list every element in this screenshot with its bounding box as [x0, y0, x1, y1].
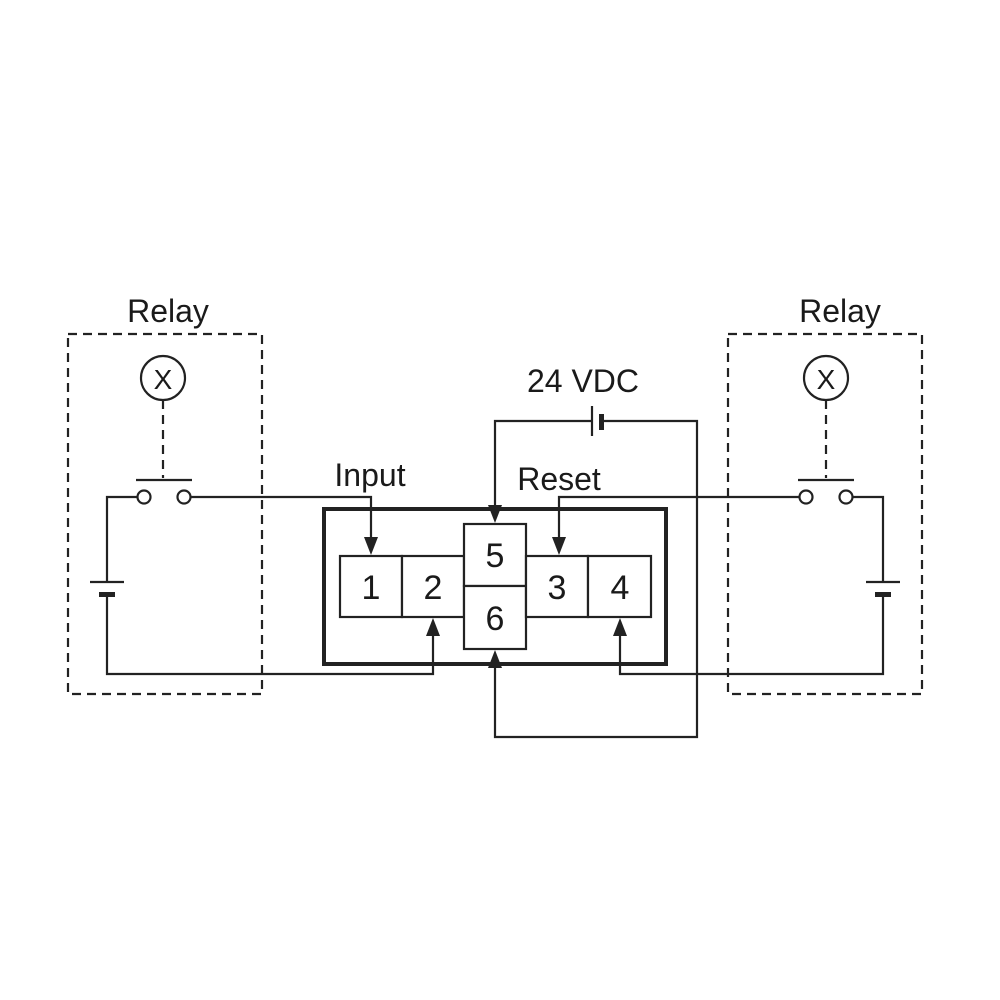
wire-left-battery-to-terminal-2: [105, 597, 435, 676]
input-label: Input: [334, 457, 405, 493]
arrow-into-terminal-1-icon: [364, 537, 378, 555]
switch-terminal-right-a-icon: [798, 489, 814, 505]
terminal-1-label: 1: [362, 569, 381, 607]
arrow-into-terminal-4-icon: [613, 618, 627, 636]
switch-contact-left: [136, 478, 192, 505]
battery-left-icon: [90, 580, 124, 597]
terminal-6-box: [462, 584, 528, 651]
arrow-into-terminal-2-icon: [426, 618, 440, 636]
relay-right-label: Relay: [799, 293, 881, 329]
relay-left-label: Relay: [127, 293, 209, 329]
wire-supply-to-terminal-5: [493, 419, 592, 506]
terminal-4-label: 4: [611, 569, 630, 607]
arrow-into-terminal-5-icon: [488, 505, 502, 523]
terminal-3-label: 3: [548, 569, 567, 607]
reset-label: Reset: [517, 461, 601, 497]
terminal-6-label: 6: [486, 600, 505, 638]
arrow-into-terminal-3-icon: [552, 537, 566, 555]
relay-coil-left: X: [139, 354, 187, 402]
wire-right-battery-to-terminal-4: [618, 597, 885, 676]
wire-left-switch-to-battery: [105, 495, 137, 582]
relay-box-left: [66, 332, 264, 696]
terminal-2-label: 2: [424, 569, 443, 607]
arrow-into-terminal-6-icon: [488, 650, 502, 668]
switch-terminal-left-b-icon: [176, 489, 192, 505]
supply-battery-icon: [590, 406, 604, 436]
wire-left-switch-to-terminal-1: [191, 495, 373, 538]
switch-terminal-left-a-icon: [136, 489, 152, 505]
coil-symbol-left: X: [154, 364, 173, 395]
relay-coil-right: X: [802, 354, 850, 402]
wire-right-switch-to-terminal-3: [557, 495, 799, 538]
switch-contact-right: [798, 478, 854, 505]
terminal-5-label: 5: [486, 537, 505, 575]
battery-right-icon: [866, 580, 900, 597]
wire-supply-to-terminal-6: [493, 419, 699, 739]
terminal-4-box: [586, 554, 653, 619]
wire-right-switch-to-battery: [853, 495, 885, 582]
switch-terminal-right-b-icon: [838, 489, 854, 505]
supply-label: 24 VDC: [527, 363, 639, 399]
terminal-2-box: [400, 554, 466, 619]
relay-box-right: [726, 332, 924, 696]
coil-symbol-right: X: [817, 364, 836, 395]
